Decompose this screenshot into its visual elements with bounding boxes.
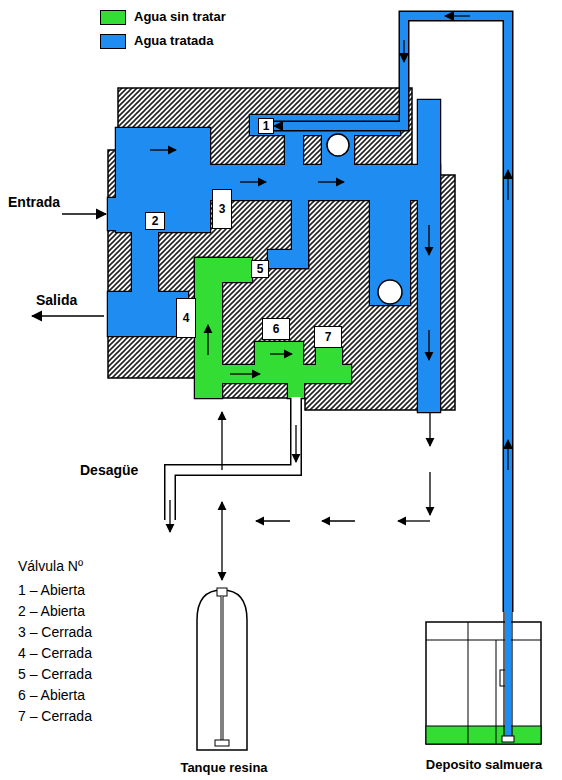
callout-number: 4 <box>183 311 190 325</box>
port-label: Desagüe <box>80 462 138 478</box>
callout-number: 1 <box>263 119 270 133</box>
legend-text: Agua sin tratar <box>134 9 226 24</box>
check-ball <box>378 280 402 304</box>
valve-state: 1 – Abierta <box>18 582 85 598</box>
flow-arrows <box>404 16 508 470</box>
valve-box: 2 <box>145 212 165 230</box>
drain-pipe <box>170 398 296 520</box>
flow-arrows <box>170 412 430 580</box>
check-ball <box>327 134 349 156</box>
callout-number: 6 <box>273 322 280 336</box>
callout-number: 3 <box>219 202 226 216</box>
valve-state: 6 – Abierta <box>18 687 85 703</box>
valve-body <box>108 88 455 410</box>
callout-number: 2 <box>152 214 159 228</box>
callout-number: 7 <box>325 330 332 344</box>
legend-text: Agua tratada <box>134 33 213 48</box>
flow-arrows <box>32 125 429 374</box>
valve-state: 3 – Cerrada <box>18 624 92 640</box>
brine-tank: Deposito salmuera <box>408 612 560 772</box>
valve-state: Válvula Nº <box>18 558 83 574</box>
valve-box: 1 <box>258 118 274 134</box>
water-channels <box>108 100 440 412</box>
valve-box: 4 <box>176 298 196 338</box>
brine-tube <box>274 16 508 612</box>
valve-box: 3 <box>212 189 232 229</box>
valve-box: 7 <box>314 326 342 348</box>
port-label: Entrada <box>8 194 60 210</box>
part-name: Deposito salmuera <box>408 757 560 772</box>
legend-swatch <box>100 34 126 49</box>
brine-tube-outline <box>274 16 508 612</box>
tank-outline <box>160 585 284 755</box>
valve-state: 4 – Cerrada <box>18 645 92 661</box>
valve-state: 7 – Cerrada <box>18 708 92 724</box>
port-label: Salida <box>36 292 77 308</box>
valve-state: 5 – Cerrada <box>18 666 92 682</box>
legend-swatch <box>100 10 126 25</box>
part-name: Tanque resina <box>160 760 288 775</box>
valve-state: 2 – Abierta <box>18 603 85 619</box>
valve-box: 6 <box>262 318 290 340</box>
brine-outline <box>408 612 556 748</box>
callout-number: 5 <box>257 262 264 276</box>
valve-box: 5 <box>251 260 269 278</box>
resin-tank: Tanque resina <box>160 585 288 775</box>
